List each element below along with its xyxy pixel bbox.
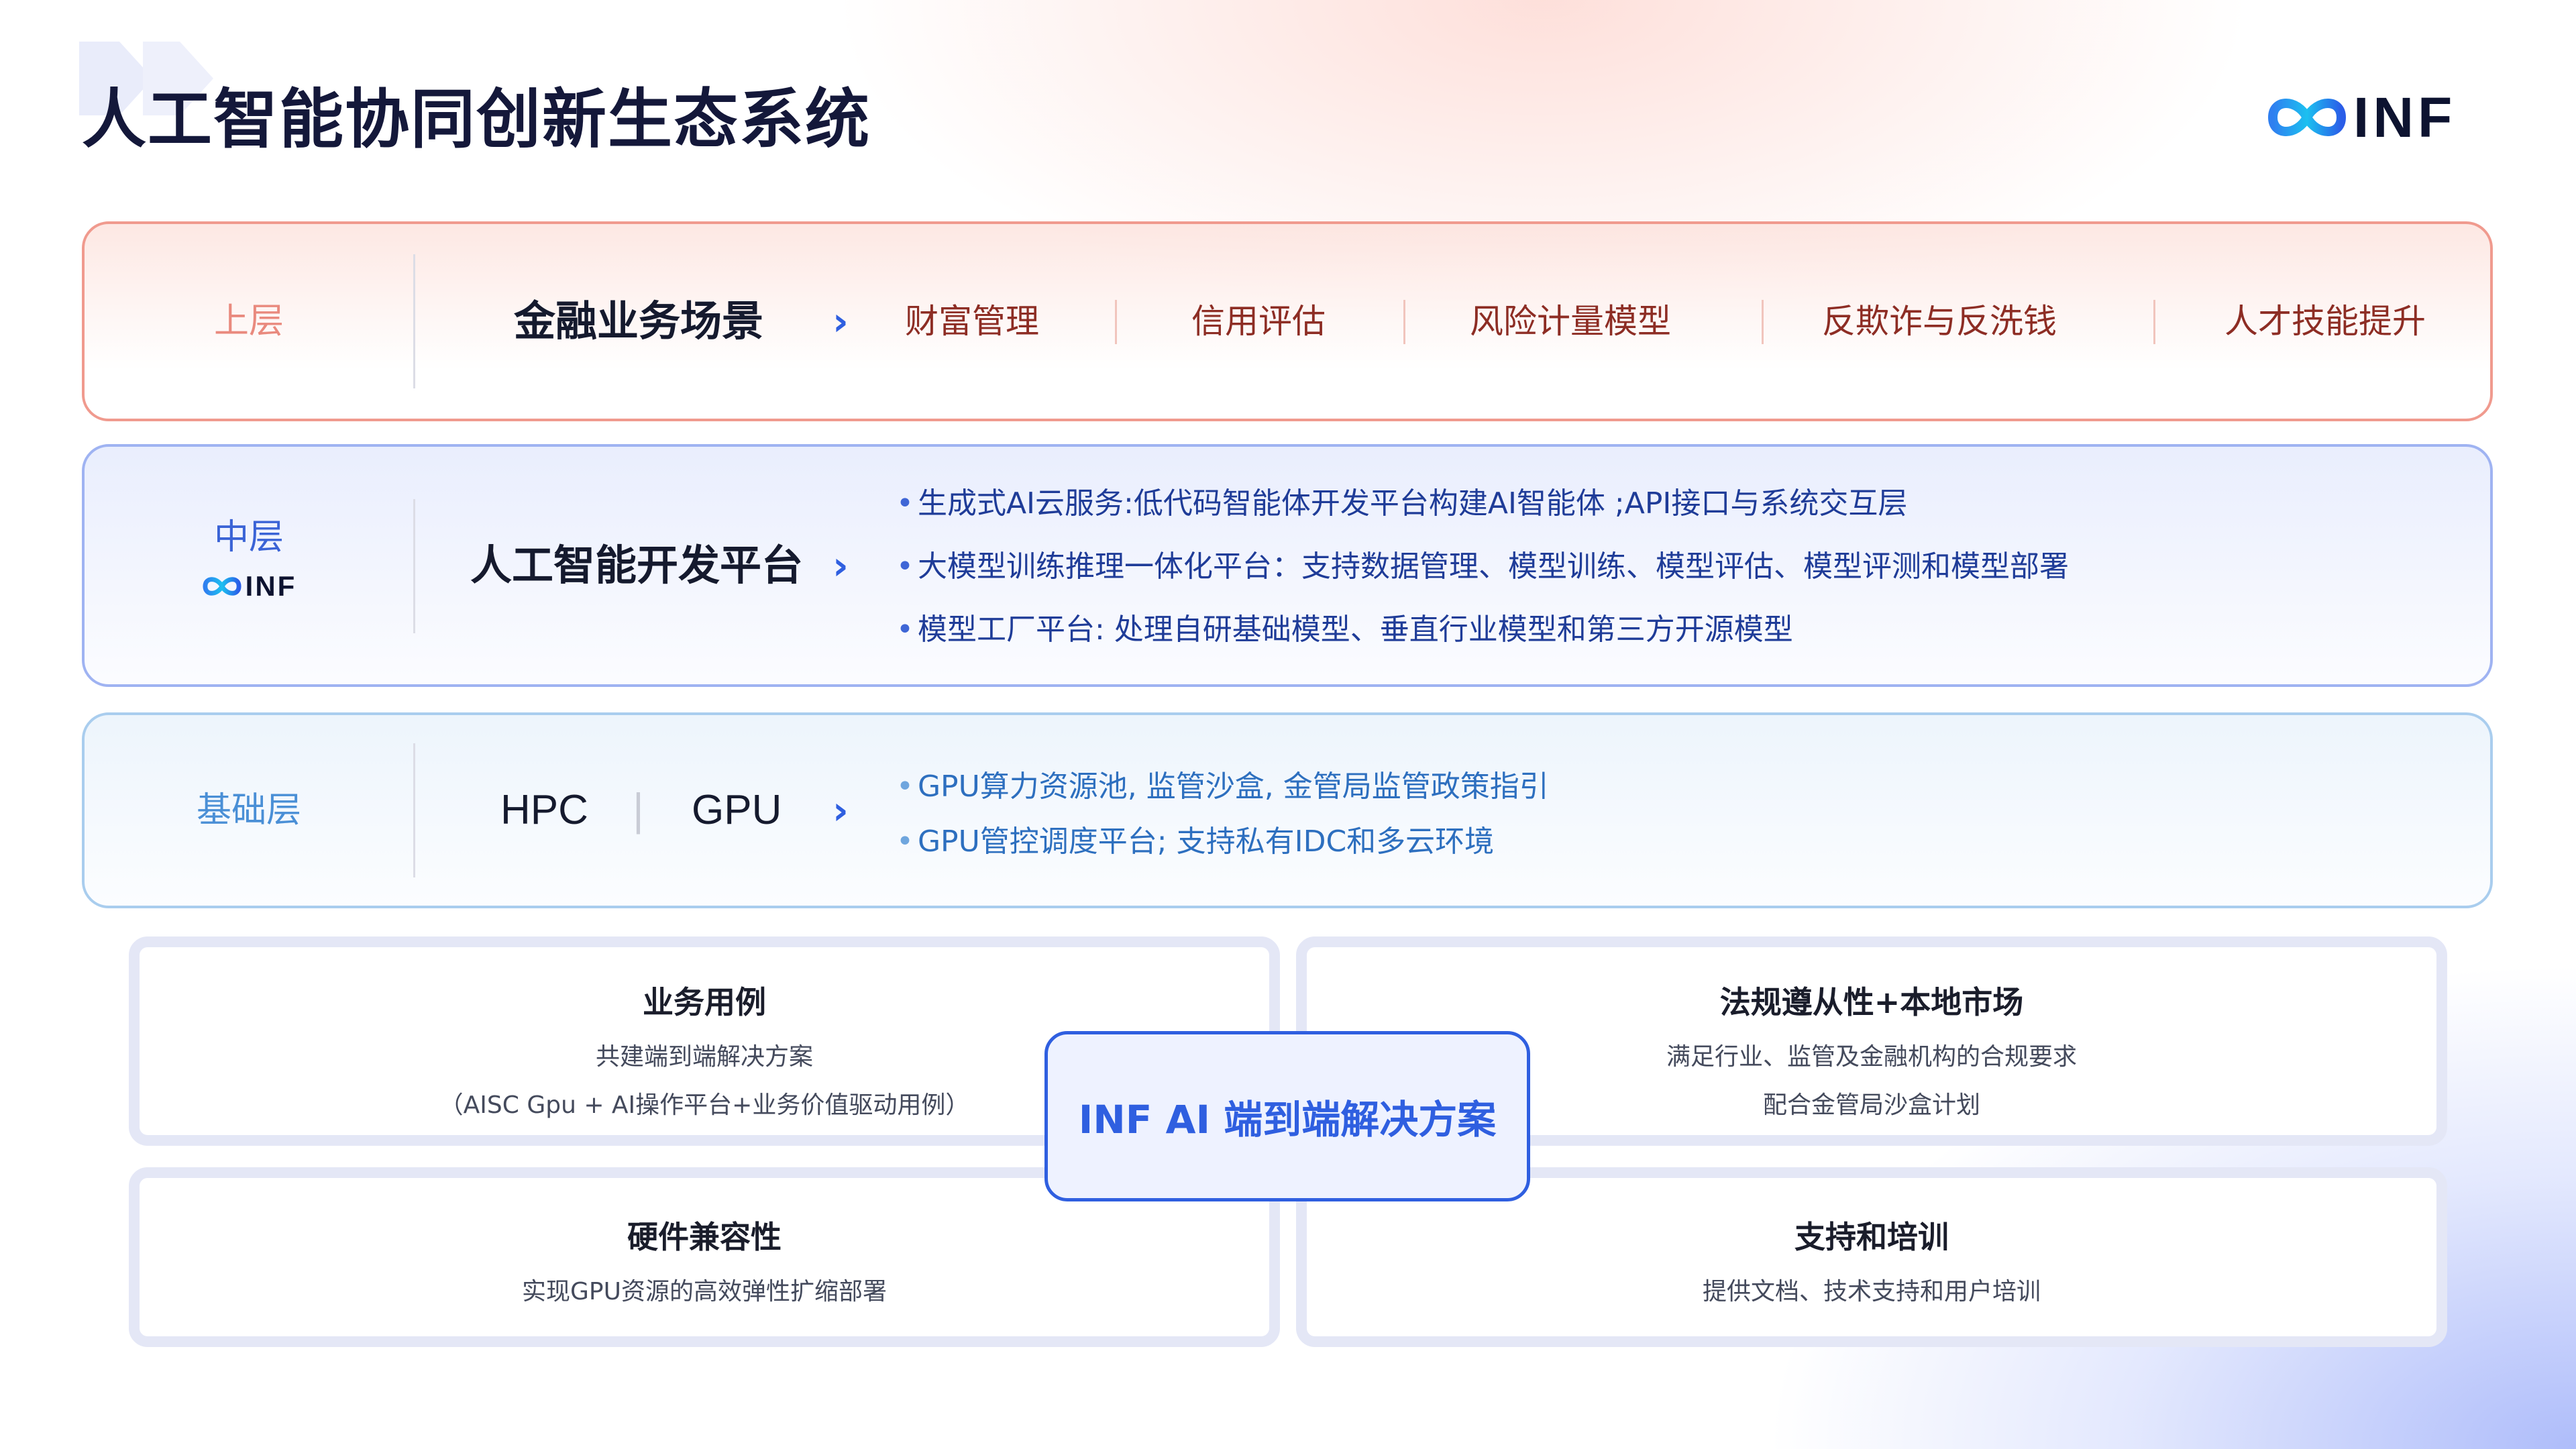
platform-bullet-text: 模型工厂平台: 处理自研基础模型、垂直行业模型和第三方开源模型	[917, 612, 1793, 647]
layer-divider	[413, 743, 415, 877]
brand-logo: INF	[2265, 85, 2457, 149]
infra-bullet-text: GPU算力资源池, 监管沙盒, 金管局监管政策指引	[917, 769, 1549, 804]
platform-bullet: •生成式AI云服务:低代码智能体开发平台构建AI智能体 ;API接口与系统交互层	[896, 479, 1907, 522]
card-title: 支持和培训	[1794, 1219, 1949, 1255]
gpu-label: GPU	[692, 787, 782, 833]
card-text: 提供文档、技术支持和用户培训	[1702, 1278, 2041, 1305]
hpc-label: HPC	[500, 787, 588, 833]
scenario-item: 反欺诈与反洗钱	[1822, 302, 2057, 341]
title-decoration	[79, 42, 213, 115]
bullet-dot: •	[896, 486, 914, 521]
scenario-item: 人才技能提升	[2224, 302, 2426, 341]
item-divider	[1403, 300, 1405, 344]
base-label-divider: |	[631, 786, 645, 835]
chevron-right-icon: ›	[833, 788, 849, 833]
bullet-dot: •	[896, 549, 914, 584]
item-divider	[1762, 300, 1764, 344]
bullet-dot: •	[896, 612, 914, 647]
layer-middle-logo-text: INF	[245, 570, 297, 602]
layer-base-name: 基础层	[196, 790, 301, 830]
layer-base: 基础层 HPC | GPU › •GPU算力资源池, 监管沙盒, 金管局监管政策…	[82, 712, 2493, 908]
card-title: 硬件兼容性	[627, 1219, 782, 1255]
bullet-dot: •	[896, 769, 914, 804]
bullet-dot: •	[896, 824, 914, 859]
layer-top-name: 上层	[213, 301, 284, 341]
layer-middle: 中层 INF 人工智能开发平台 › •生成式AI云服务:低代码智能体开发平台构建…	[82, 444, 2493, 687]
infra-bullet: •GPU算力资源池, 监管沙盒, 金管局监管政策指引	[896, 762, 1549, 805]
card-title: 法规遵从性+本地市场	[1719, 984, 2024, 1020]
platform-bullet: •大模型训练推理一体化平台：支持数据管理、模型训练、模型评估、模型评测和模型部署	[896, 542, 2069, 585]
scenario-item: 财富管理	[905, 302, 1039, 341]
card-text: 实现GPU资源的高效弹性扩缩部署	[522, 1278, 887, 1305]
card-text: 满足行业、监管及金融机构的合规要求	[1666, 1043, 2077, 1071]
chevron-right-icon: ›	[833, 543, 849, 588]
page-title: 人工智能协同创新生态系统	[82, 82, 871, 157]
layer-divider	[413, 254, 415, 388]
scenario-item: 信用评估	[1191, 302, 1326, 341]
infinity-logo-icon	[2267, 99, 2347, 136]
card-text: 配合金管局沙盒计划	[1762, 1091, 1980, 1119]
item-divider	[2153, 300, 2155, 344]
card-text: 共建端到端解决方案	[595, 1043, 813, 1071]
card-text: （AISC Gpu + AI操作平台+业务价值驱动用例）	[439, 1091, 970, 1119]
infra-bullet: •GPU管控调度平台; 支持私有IDC和多云环境	[896, 817, 1494, 860]
platform-bullet: •模型工厂平台: 处理自研基础模型、垂直行业模型和第三方开源模型	[896, 605, 1793, 648]
layer-top-label: 金融业务场景	[514, 297, 764, 345]
solution-center-badge: INF AI 端到端解决方案	[1044, 1031, 1530, 1201]
platform-bullet-text: 生成式AI云服务:低代码智能体开发平台构建AI智能体 ;API接口与系统交互层	[917, 486, 1908, 521]
card-title: 业务用例	[643, 984, 766, 1020]
item-divider	[1115, 300, 1117, 344]
layer-middle-label: 人工智能开发平台	[470, 541, 804, 590]
brand-logo-text: INF	[2353, 85, 2457, 149]
scenario-item: 风险计量模型	[1470, 302, 1671, 341]
layer-top: 上层 金融业务场景 › 财富管理 信用评估 风险计量模型 反欺诈与反洗钱 人才技…	[82, 221, 2493, 421]
infra-bullet-text: GPU管控调度平台; 支持私有IDC和多云环境	[917, 824, 1495, 859]
infinity-logo-icon	[203, 577, 241, 596]
layer-divider	[413, 499, 415, 633]
layer-middle-name: 中层	[213, 517, 284, 557]
platform-bullet-text: 大模型训练推理一体化平台：支持数据管理、模型训练、模型评估、模型评测和模型部署	[917, 549, 2069, 584]
chevron-right-icon: ›	[833, 299, 849, 344]
layer-middle-logo: INF	[185, 570, 313, 603]
